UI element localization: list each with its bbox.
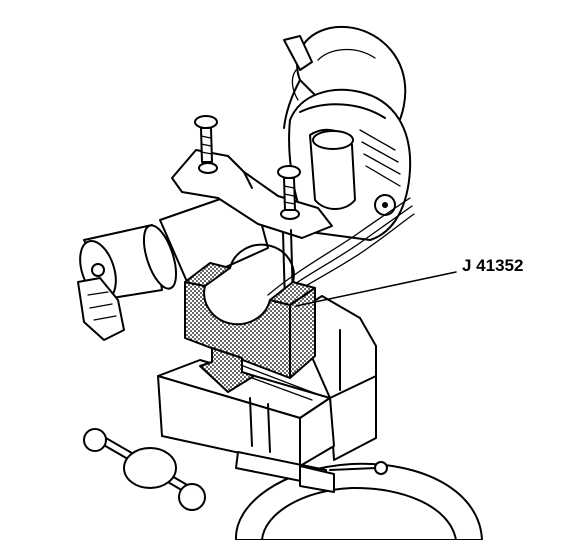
vise-handle bbox=[83, 428, 206, 511]
vise-swivel-base bbox=[234, 462, 483, 541]
bolt-right bbox=[277, 165, 301, 211]
fixture-block bbox=[184, 243, 316, 379]
column-connector bbox=[77, 277, 125, 341]
insert-arrow bbox=[199, 347, 255, 393]
column-housing bbox=[288, 88, 412, 241]
callout-label: J 41352 bbox=[462, 256, 524, 275]
callout-leader-line bbox=[295, 271, 457, 307]
swivel-lock-lever bbox=[329, 461, 388, 475]
steering-column-tube bbox=[79, 187, 269, 300]
vise-spindle bbox=[235, 451, 335, 493]
vise-front-jaw bbox=[157, 359, 335, 467]
bolt-left bbox=[194, 115, 218, 163]
